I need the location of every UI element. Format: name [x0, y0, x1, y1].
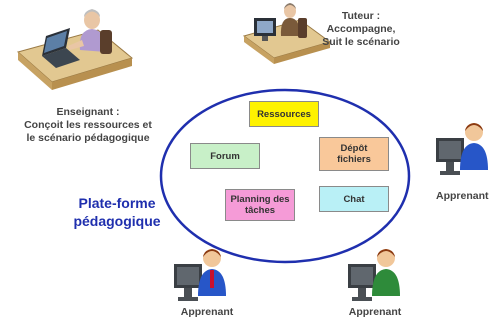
- chat-label: Chat: [343, 193, 365, 205]
- teacher-caption-line: Enseignant :: [56, 106, 120, 118]
- learner-caption: Apprenant: [436, 190, 489, 202]
- teacher-caption-line: le scénario pédagogique: [26, 132, 150, 144]
- planning-box: Planning des tâches: [225, 189, 295, 221]
- tutor-caption-line: Suit le scénario: [322, 36, 400, 48]
- resources-box: Ressources: [249, 101, 319, 127]
- platform-label-line: pédagogique: [73, 213, 161, 229]
- learner-icon: [174, 249, 226, 301]
- deposit-box: Dépôt fichiers: [319, 137, 389, 171]
- planning-label-line: tâches: [244, 205, 276, 216]
- resources-label: Ressources: [257, 108, 311, 120]
- forum-box: Forum: [190, 143, 260, 169]
- platform-label-line: Plate-forme: [78, 195, 156, 211]
- teacher-caption-line: Conçoit les ressources et: [24, 119, 152, 131]
- platform-label: Plate-forme pédagogique: [64, 194, 170, 230]
- platform-ellipse: [159, 88, 411, 264]
- learner-caption: Apprenant: [348, 306, 402, 318]
- deposit-label-line: Dépôt: [340, 143, 368, 154]
- tutor-caption-line: Tuteur :: [341, 10, 381, 22]
- learner-icon: [436, 123, 488, 175]
- tutor-desk-icon: [242, 3, 332, 64]
- deposit-label-line: fichiers: [337, 154, 371, 165]
- tutor-caption-line: Accompagne,: [326, 23, 396, 35]
- planning-label-line: Planning des: [230, 194, 290, 205]
- teacher-desk-icon: [16, 9, 134, 90]
- chat-box: Chat: [319, 186, 389, 212]
- tutor-caption: Tuteur : Accompagne, Suit le scénario: [306, 10, 416, 49]
- teacher-caption: Enseignant : Conçoit les ressources et l…: [8, 106, 168, 145]
- learner-caption: Apprenant: [180, 306, 234, 318]
- forum-label: Forum: [210, 150, 240, 162]
- learner-icon: [348, 249, 400, 301]
